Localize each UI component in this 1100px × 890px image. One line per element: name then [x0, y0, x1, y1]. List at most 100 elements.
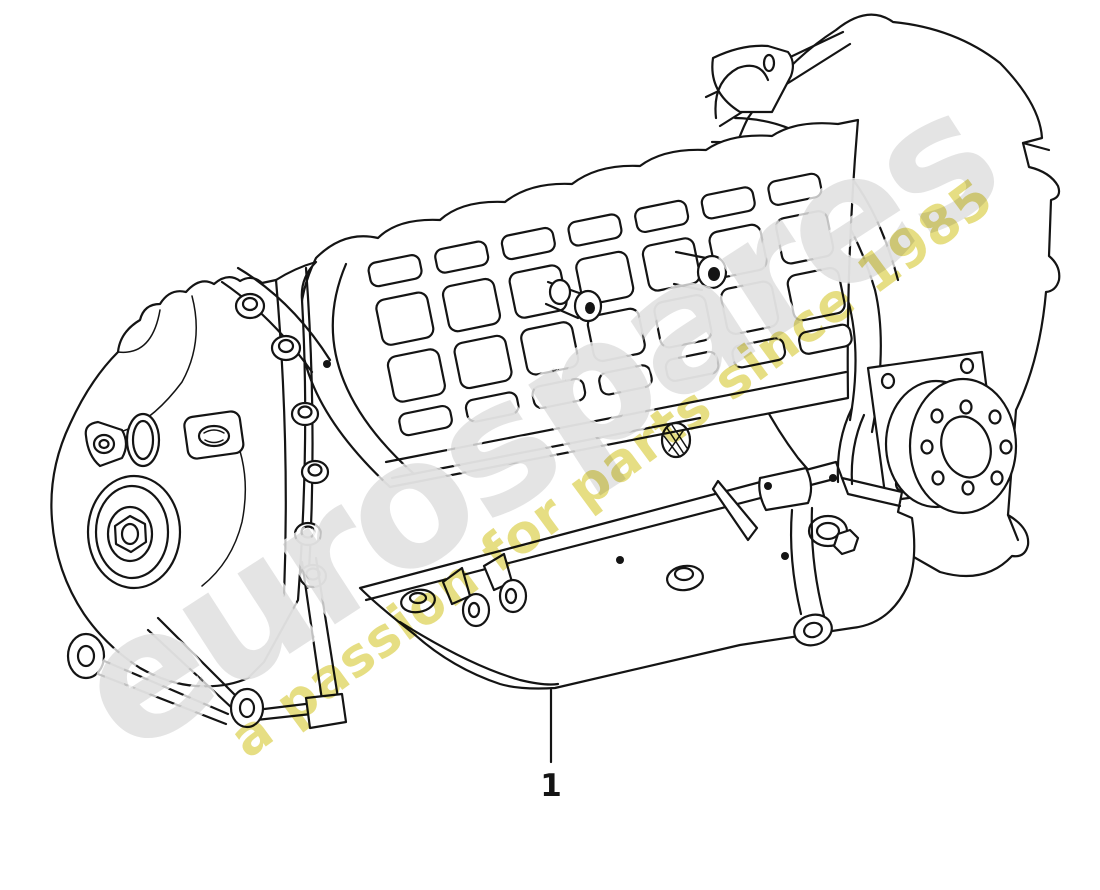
flange-disc-front — [908, 377, 1018, 515]
linkage-eye-bore — [803, 621, 823, 639]
bell-boss-line-2 — [1006, 513, 1020, 542]
mount-strap-outer — [236, 266, 332, 362]
oil-pan-outline — [358, 460, 916, 690]
plate-bolt-1-head — [297, 405, 313, 419]
bushing-left-bore — [76, 644, 96, 668]
linkage-eye-outer — [793, 613, 833, 647]
bushing-mid-bore — [238, 697, 256, 719]
linkage-arm-a — [789, 508, 803, 616]
strut-foot — [304, 692, 348, 730]
case-lower-rib-1 — [384, 370, 848, 464]
filler-plug — [183, 410, 245, 460]
lug-arch — [714, 64, 770, 120]
pan-lug-1-cyl — [461, 592, 491, 628]
flange-bolt-hole-3 — [999, 439, 1013, 455]
case-lower-rib-2 — [390, 416, 702, 480]
housing-contour-1 — [117, 309, 161, 354]
linkage-pivot-nut — [832, 528, 860, 556]
callout-label-1[interactable]: 1 — [540, 768, 562, 800]
flange-center-bore — [940, 415, 992, 479]
linkage-dot-4 — [616, 556, 624, 564]
linkage-dot-1 — [764, 482, 772, 490]
strut-3b — [314, 556, 340, 700]
flange-bolt-hole-7 — [920, 439, 934, 455]
case-end-band-inner-arc — [331, 262, 416, 476]
breather-plug — [660, 421, 692, 459]
strut-2a — [100, 658, 230, 716]
filler-thread-outer — [197, 424, 231, 448]
shift-linkage — [616, 406, 866, 647]
linkage-hook-b — [850, 413, 866, 486]
strut-1a — [156, 616, 242, 702]
plate-hole-tl — [880, 372, 896, 390]
parts-diagram-canvas: 1 — [50, 13, 1061, 800]
stud-hole-b — [708, 267, 720, 281]
flange-bolt-hole-6 — [931, 470, 945, 486]
bell-boss-line-1 — [1021, 141, 1051, 152]
filler-thread-arcs — [203, 429, 225, 444]
linkage-pivot-inner — [815, 521, 841, 541]
pan-washer-1 — [400, 588, 436, 614]
bushing-left — [66, 632, 106, 680]
breather-knurl — [663, 424, 688, 458]
gear-case — [298, 118, 860, 489]
hub-bolt-center — [120, 522, 140, 546]
pan-lug-2-bore — [504, 587, 518, 605]
ear-bolt-head — [98, 438, 110, 450]
tube-opening-inner — [131, 419, 155, 461]
flange-bolt-hole-2 — [988, 409, 1002, 425]
pan-lug-2-cyl — [498, 578, 528, 614]
flange-bolt-hole-8 — [930, 408, 944, 424]
flange-bolt-hole-5 — [961, 480, 975, 496]
stud-hole-a — [585, 302, 595, 314]
strap-washer-1 — [234, 292, 266, 320]
stud-cap-a2 — [548, 278, 572, 306]
hub-hex-bolt — [113, 514, 148, 554]
plate-bolt-2-head — [307, 463, 323, 477]
gear-case-rib-grid — [367, 172, 853, 437]
strut-1b — [146, 628, 234, 710]
strut-2b — [96, 672, 228, 726]
pan-bottom-contour — [398, 620, 560, 686]
lug-hole — [762, 53, 776, 73]
plate-bolt-3 — [293, 521, 323, 547]
ear-bolt — [92, 433, 116, 455]
linkage-bracket-plate — [758, 466, 813, 512]
strap-washer-2 — [270, 334, 302, 362]
linkage-dot-3 — [781, 552, 789, 560]
diff-housing-outline — [50, 260, 318, 688]
stud-body-b — [672, 250, 708, 292]
bushing-mid — [229, 687, 265, 729]
plate-edge-inner — [304, 266, 314, 590]
mount-strap-inner — [220, 280, 314, 374]
strap-bolt-1 — [241, 296, 259, 312]
hub-cover — [86, 474, 182, 590]
callout-1: 1 — [540, 688, 562, 800]
flange-bolt-hole-1 — [959, 399, 973, 415]
output-flange-assembly — [866, 350, 1018, 515]
plate-bolt-3-head — [300, 525, 316, 539]
strut-3a — [300, 560, 324, 702]
stud-bolts — [544, 250, 728, 459]
plate-hole-tr — [959, 357, 975, 375]
flange-bolt-hole-4 — [990, 470, 1004, 486]
plate-bolt-1 — [290, 401, 320, 427]
pan-lug-1-bore — [467, 601, 481, 619]
pan-step-line — [840, 476, 902, 508]
linkage-hook-a — [836, 406, 854, 484]
mounting-struts — [66, 556, 348, 730]
pan-washer-1-bolt — [408, 591, 428, 605]
linkage-arm-b — [810, 506, 826, 618]
differential-housing — [50, 260, 332, 688]
strap-hole-dot — [323, 360, 331, 368]
housing-contour-3 — [201, 429, 247, 587]
plate-bolt-2 — [300, 459, 330, 485]
linkage-blade — [711, 479, 759, 542]
linkage-dot-2 — [829, 474, 837, 482]
pan-washer-2-ring — [673, 566, 695, 582]
strap-bolt-2 — [277, 338, 295, 354]
plate-edge-outer — [274, 278, 287, 598]
oil-pan — [358, 460, 916, 690]
parts-diagram-page: 1 eurospares a passion for parts since 1… — [41, 13, 1061, 800]
ear-tab — [84, 420, 128, 468]
